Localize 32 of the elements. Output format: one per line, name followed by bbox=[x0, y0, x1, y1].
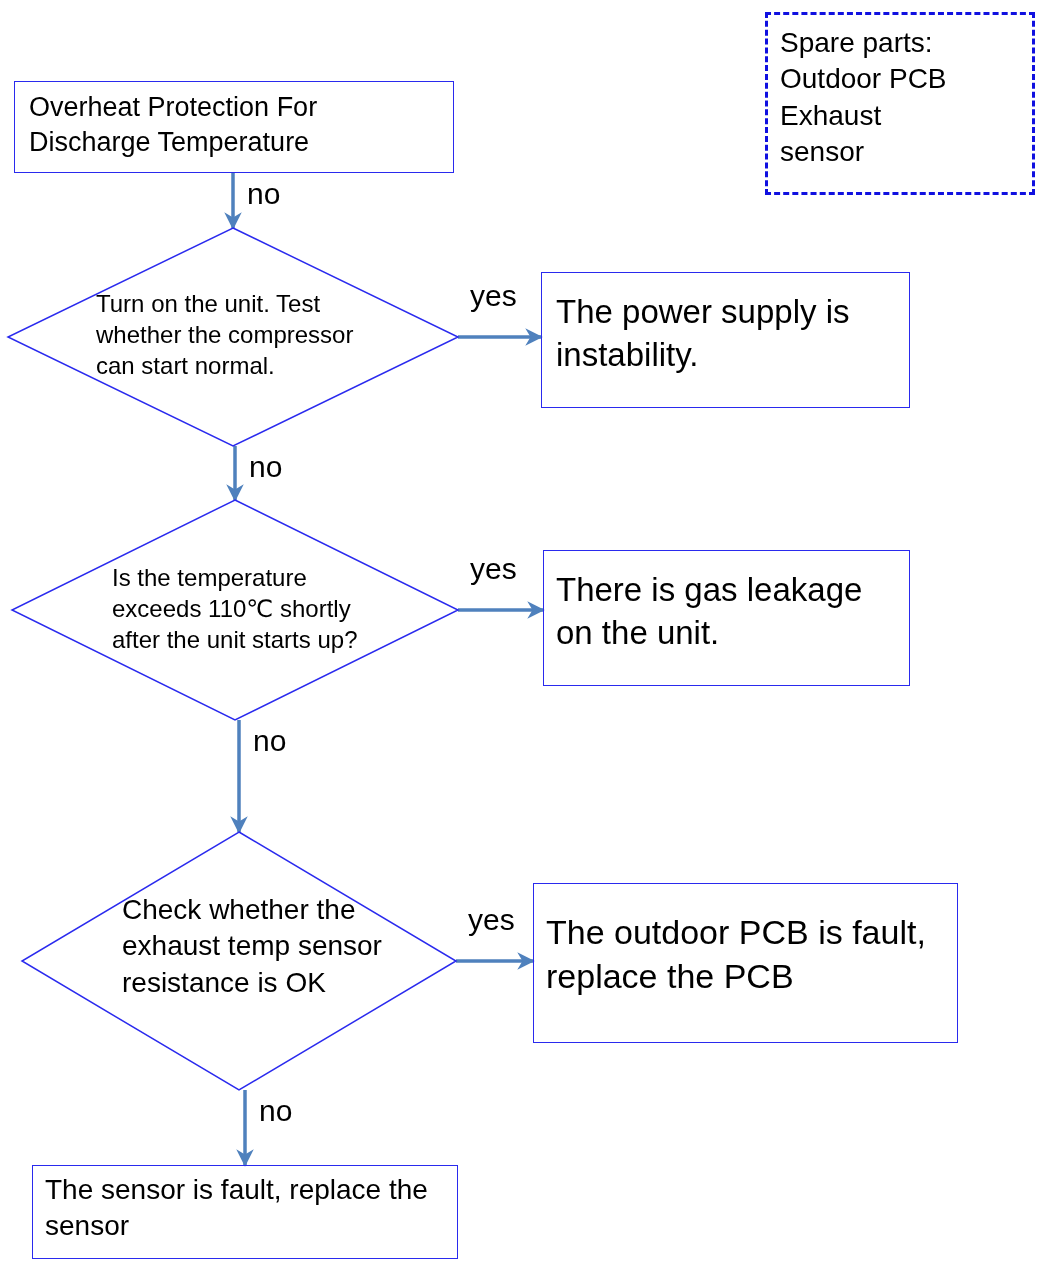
arrow bbox=[236, 1090, 254, 1167]
arrow bbox=[456, 952, 535, 970]
edge-label: no bbox=[249, 452, 283, 482]
diamond-text: Is the temperature exceeds 110℃ shortly after the unit starts up? bbox=[112, 563, 359, 656]
box-text: Overheat Protection For Discharge Temperature bbox=[29, 91, 319, 160]
arrow bbox=[458, 328, 543, 346]
edge-label: yes bbox=[470, 281, 517, 311]
box-text: The sensor is fault, replace the sensor bbox=[45, 1173, 429, 1244]
box-text: Spare parts: Outdoor PCB Exhaust sensor bbox=[780, 26, 948, 170]
process-box bbox=[32, 1165, 458, 1259]
decision-diamond bbox=[12, 500, 458, 720]
diamond-text: Turn on the unit. Test whether the compressor can start normal. bbox=[96, 289, 355, 382]
arrow bbox=[224, 173, 242, 230]
box-text: The outdoor PCB is fault, replace the PCB bbox=[546, 912, 927, 998]
arrow bbox=[226, 446, 244, 502]
process-box bbox=[541, 272, 910, 408]
process-box bbox=[14, 81, 454, 173]
diamond-text: Check whether the exhaust temp sensor resistance is OK bbox=[122, 893, 383, 1000]
decision-diamond bbox=[22, 832, 456, 1090]
box-text: The power supply is instability. bbox=[556, 292, 851, 375]
edge-label: yes bbox=[468, 905, 515, 935]
process-box bbox=[543, 550, 910, 686]
decision-diamond bbox=[8, 228, 458, 446]
arrow bbox=[458, 601, 545, 619]
arrow bbox=[230, 720, 248, 834]
box-text: There is gas leakage on the unit. bbox=[556, 570, 864, 653]
edge-label: no bbox=[259, 1096, 293, 1126]
edge-label: no bbox=[253, 726, 287, 756]
process-box bbox=[533, 883, 958, 1043]
note-box bbox=[765, 12, 1035, 195]
edge-label: no bbox=[247, 179, 281, 209]
edge-label: yes bbox=[470, 554, 517, 584]
